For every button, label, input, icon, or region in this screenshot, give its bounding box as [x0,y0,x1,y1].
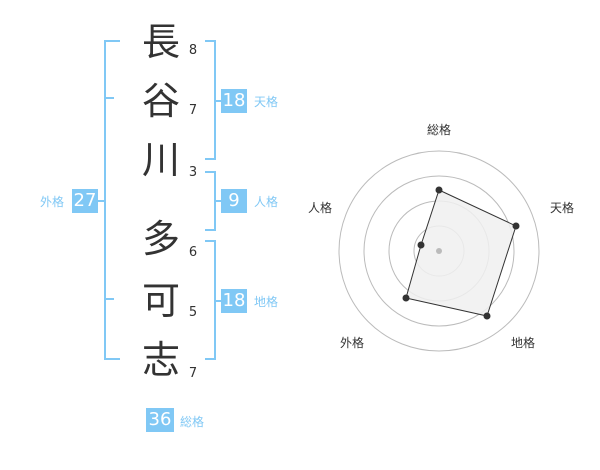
chikaku-value: 18 [221,289,247,313]
name-char-3: 川 [141,138,180,182]
radar-label-chikaku: 地格 [511,335,535,350]
jinkaku-value: 9 [221,189,247,213]
jinkaku-label: 人格 [254,195,279,209]
radar-point-gaikaku [402,294,410,302]
tenkaku-value: 18 [221,89,247,113]
radar-label-gaikaku: 外格 [340,335,364,350]
name-char-6: 志 [141,338,180,382]
radar-ring-4 [338,150,540,352]
name-char-2: 谷 [141,79,180,123]
radar-chart: 総格 天格 地格 外格 人格 [308,122,574,352]
chikaku-bracket [205,240,221,360]
radar-point-tenkaku [512,222,520,230]
chikaku-label: 地格 [254,295,279,309]
gaikaku-bracket [98,40,120,360]
stroke-count-1: 8 [188,43,198,58]
radar-label-tenkaku: 天格 [550,200,574,215]
name-char-5: 可 [141,279,180,323]
name-char-1: 長 [141,20,180,64]
radar-center-dot [436,248,442,254]
radar-point-soukaku [435,186,443,194]
soukaku-label: 総格 [180,415,205,429]
jinkaku-bracket [205,171,221,231]
radar-point-jinkaku [417,241,425,249]
gaikaku-value: 27 [72,189,98,213]
radar-area [405,189,517,317]
radar-label-soukaku: 総格 [427,122,451,137]
gaikaku-label: 外格 [40,195,65,209]
radar-point-chikaku [483,312,491,320]
stroke-count-3: 3 [188,165,198,180]
tenkaku-label: 天格 [254,95,279,109]
stroke-count-6: 7 [188,366,198,381]
radar-label-jinkaku: 人格 [308,200,332,215]
soukaku-value: 36 [146,408,174,432]
stroke-count-2: 7 [188,103,198,118]
stroke-count-4: 6 [188,245,198,260]
name-char-4: 多 [141,217,180,261]
radar-ring-3 [363,175,515,327]
stroke-count-5: 5 [188,305,198,320]
tenkaku-bracket [205,40,221,160]
